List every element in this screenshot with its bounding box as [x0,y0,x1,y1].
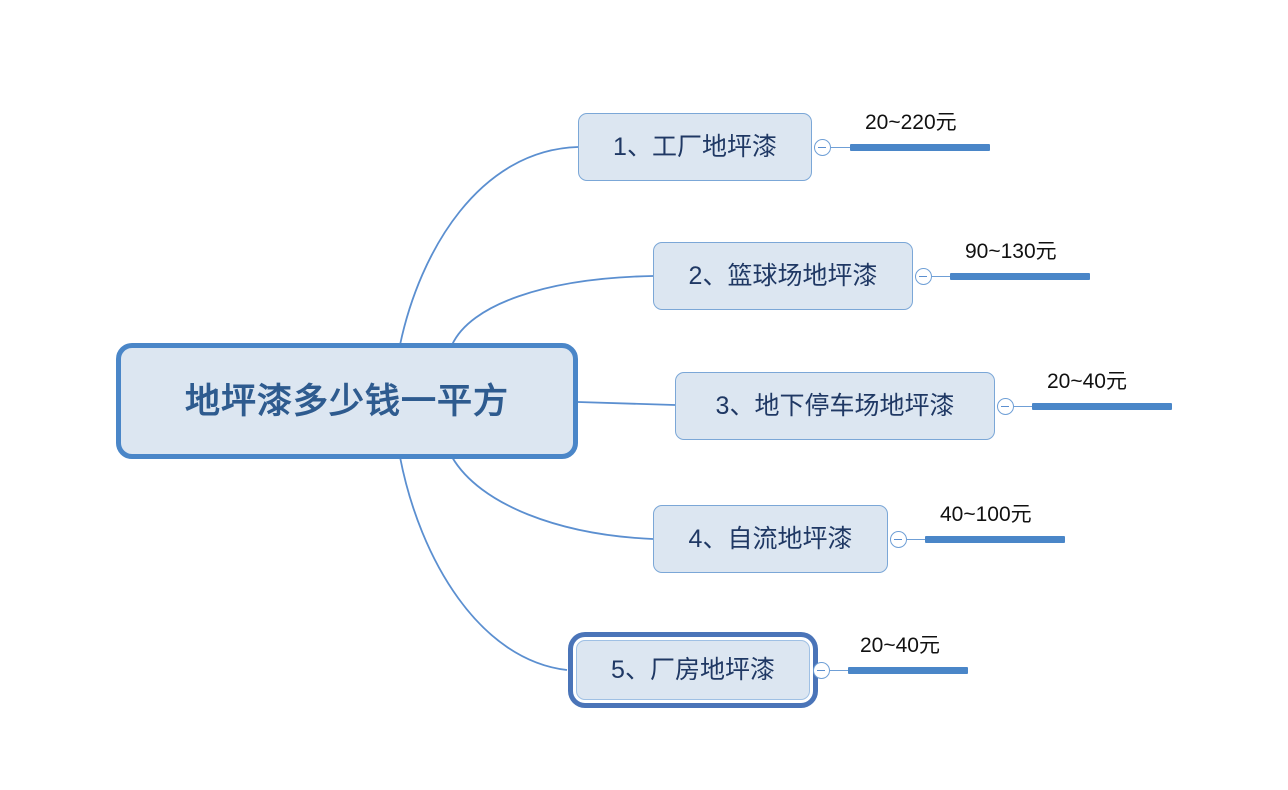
collapse-minus-icon-4[interactable] [890,531,907,548]
connector-to-branch-3 [577,401,676,406]
branch-node-2-label: 2、篮球场地坪漆 [688,261,878,290]
branch-node-5-label: 5、厂房地坪漆 [611,655,775,684]
value-label-5: 20~40元 [860,634,940,657]
branch-node-3-label: 3、地下停车场地坪漆 [715,391,955,420]
branch-node-4-label: 4、自流地坪漆 [688,524,853,553]
value-bar-5 [848,667,968,674]
branch-node-1-label: 1、工厂地坪漆 [613,132,777,161]
connector-to-branch-2 [451,275,654,346]
value-label-1: 20~220元 [865,111,957,134]
value-label-2: 90~130元 [965,240,1057,263]
central-node-label: 地坪漆多少钱一平方 [184,381,509,421]
connector-to-branch-5 [399,456,568,671]
connector-to-branch-4 [451,456,654,540]
value-stub-5 [830,669,848,671]
branch-node-2[interactable]: 2、篮球场地坪漆 [653,242,913,310]
branch-node-3[interactable]: 3、地下停车场地坪漆 [675,372,995,440]
value-stub-4 [907,538,925,540]
central-node[interactable]: 地坪漆多少钱一平方 [116,343,578,459]
value-bar-1 [850,144,990,151]
value-label-4: 40~100元 [940,503,1032,526]
branch-node-4[interactable]: 4、自流地坪漆 [653,505,888,573]
value-bar-4 [925,536,1065,543]
value-label-3: 20~40元 [1047,370,1127,393]
collapse-minus-icon-5[interactable] [813,662,830,679]
branch-node-1[interactable]: 1、工厂地坪漆 [578,113,812,181]
value-stub-1 [831,146,850,148]
value-stub-2 [932,275,950,277]
connector-to-branch-1 [399,146,579,346]
branch-node-5[interactable]: 5、厂房地坪漆 [576,640,810,700]
value-bar-3 [1032,403,1172,410]
value-bar-2 [950,273,1090,280]
value-stub-3 [1014,405,1032,407]
collapse-minus-icon-3[interactable] [997,398,1014,415]
collapse-minus-icon-1[interactable] [814,139,831,156]
collapse-minus-icon-2[interactable] [915,268,932,285]
